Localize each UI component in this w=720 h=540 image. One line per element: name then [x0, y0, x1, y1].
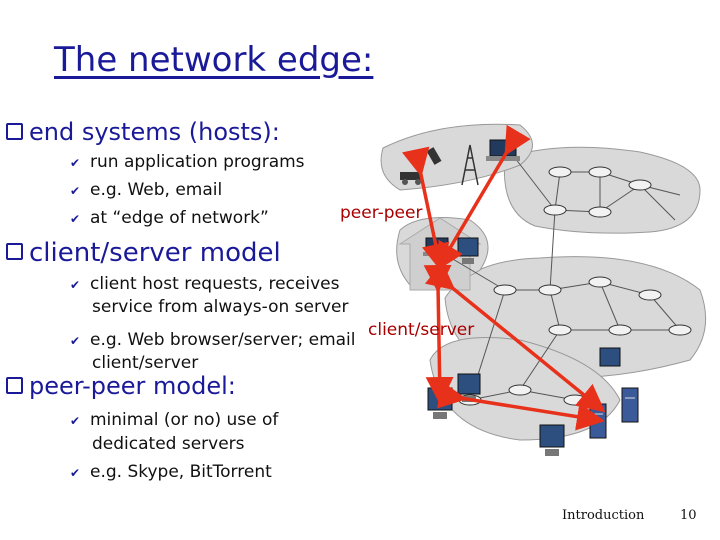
peer-peer-arrow-right — [436, 124, 531, 272]
list-item: ✔e.g. Web browser/server; email — [70, 330, 356, 350]
section-heading-end-systems: end systems (hosts): — [6, 118, 280, 146]
list-item: ✔e.g. Web, email — [70, 180, 223, 200]
client-server-arrow-right — [424, 261, 606, 413]
list-item: ✔minimal (or no) use of — [70, 410, 279, 430]
client-server-arrow-left — [423, 264, 454, 405]
list-item: ✔client host requests, receives — [70, 274, 340, 294]
check-bullet-icon: ✔ — [70, 278, 81, 292]
check-bullet-icon: ✔ — [70, 414, 81, 428]
checkbox-bullet-icon — [6, 122, 23, 140]
checkbox-bullet-icon — [6, 376, 23, 394]
check-bullet-icon: ✔ — [70, 466, 81, 480]
server-icon — [621, 387, 639, 423]
check-bullet-icon: ✔ — [70, 184, 81, 198]
checkbox-bullet-icon — [6, 243, 23, 260]
peer-peer-label: peer-peer — [340, 203, 423, 223]
page-number: 10 — [680, 508, 697, 523]
footer-section: Introduction — [562, 508, 645, 523]
list-item-continuation: service from always-on server — [92, 297, 349, 317]
section-heading-peer-peer: peer-peer model: — [6, 372, 236, 400]
list-item-continuation: dedicated servers — [92, 434, 245, 454]
isp-region — [503, 146, 701, 234]
list-item: ✔at “edge of network” — [70, 208, 269, 228]
list-item: ✔e.g. Skype, BitTorrent — [70, 462, 272, 482]
check-bullet-icon: ✔ — [70, 212, 81, 226]
list-item: ✔run application programs — [70, 152, 305, 172]
desktop-icon — [599, 347, 621, 367]
slide-title: The network edge: — [54, 40, 374, 80]
server-icon — [589, 403, 607, 439]
client-server-label: client/server — [368, 320, 475, 340]
list-item-continuation: client/server — [92, 353, 199, 373]
check-bullet-icon: ✔ — [70, 156, 81, 170]
connection-arrows — [401, 124, 606, 431]
check-bullet-icon: ✔ — [70, 334, 81, 348]
desktop-icon — [539, 424, 565, 456]
section-heading-client-server: client/server model — [6, 238, 281, 268]
